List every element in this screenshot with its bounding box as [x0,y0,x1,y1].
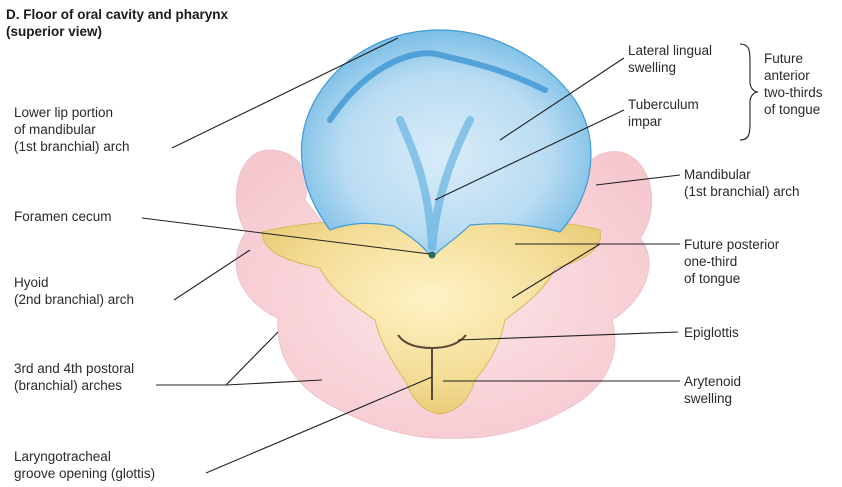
label-laryngotracheal: Laryngotracheal groove opening (glottis) [14,448,155,482]
label-epiglottis: Epiglottis [684,324,739,341]
label-postoral-arches: 3rd and 4th postoral (branchial) arches [14,360,134,394]
label-lateral-lingual: Lateral lingual swelling [628,42,712,76]
label-hyoid: Hyoid (2nd branchial) arch [14,274,134,308]
figure-title: D. Floor of oral cavity and pharynx (sup… [6,6,228,40]
label-future-anterior: Future anterior two-thirds of tongue [764,50,823,118]
anterior-brace [740,44,758,140]
leader-postoral-b [156,380,322,385]
figure-title-line2: (superior view) [6,23,228,40]
label-lower-lip: Lower lip portion of mandibular (1st bra… [14,104,130,155]
leader-postoral-a [226,332,278,385]
figure-title-line1: D. Floor of oral cavity and pharynx [6,6,228,23]
label-arytenoid: Arytenoid swelling [684,373,741,407]
label-mandibular-arch: Mandibular (1st branchial) arch [684,166,800,200]
foramen-cecum-dot [429,252,436,259]
label-foramen-cecum: Foramen cecum [14,208,112,225]
label-tuberculum-impar: Tuberculum impar [628,96,699,130]
label-future-posterior: Future posterior one-third of tongue [684,236,779,287]
